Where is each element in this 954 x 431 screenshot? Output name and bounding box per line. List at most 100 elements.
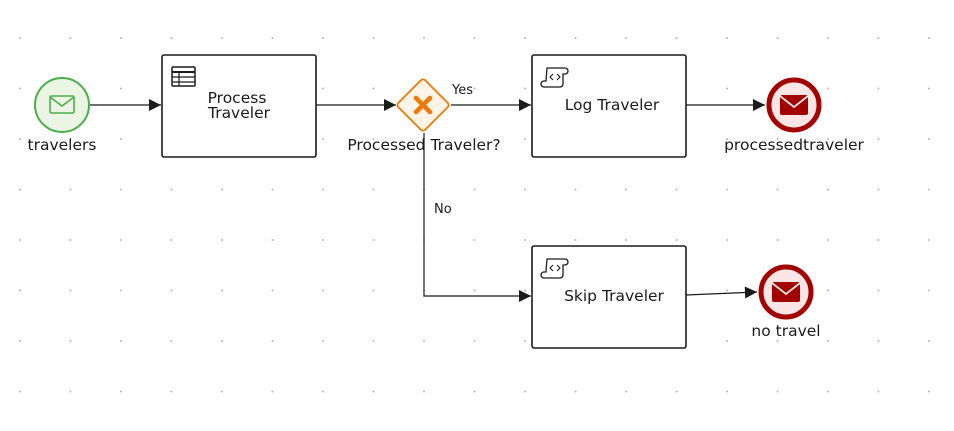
grid-dot (726, 37, 728, 39)
grid-dot (19, 390, 21, 393)
grid-dot (726, 340, 728, 342)
grid-dot (625, 37, 627, 39)
grid-dot (423, 37, 425, 39)
grid-dot (120, 188, 122, 191)
x-icon (413, 95, 433, 115)
grid-dot (170, 340, 173, 342)
grid-dot (322, 188, 324, 191)
grid-dot (19, 87, 21, 90)
grid-dot (928, 138, 930, 140)
grid-dot (69, 239, 72, 241)
script-icon (540, 258, 569, 279)
envelope-filled-icon (779, 95, 809, 115)
flow-no-label: No (434, 202, 452, 217)
grid-dot (423, 340, 425, 342)
grid-dot (271, 188, 274, 191)
grid-dot (827, 87, 829, 90)
grid-dot (322, 239, 324, 241)
grid-dot (473, 239, 476, 241)
grid-dot (877, 37, 880, 39)
grid-dot (928, 289, 930, 292)
grid-dot (726, 390, 728, 393)
grid-dot (221, 188, 223, 191)
task-process-traveler[interactable]: Process Traveler (161, 54, 317, 158)
grid-dot (170, 37, 173, 39)
grid-dot (928, 37, 930, 39)
end-processed-label: processedtraveler (724, 136, 864, 154)
grid-dot (776, 239, 779, 241)
grid-dot (221, 340, 223, 342)
grid-dot (322, 390, 324, 393)
grid-dot (776, 138, 779, 140)
grid-dot (928, 390, 930, 393)
grid-dot (170, 390, 173, 393)
grid-dot (827, 289, 829, 292)
grid-dot (69, 37, 72, 39)
grid-dot (877, 390, 880, 393)
grid-dot (877, 239, 880, 241)
task-skip-traveler[interactable]: Skip Traveler (531, 245, 687, 349)
grid-dot (877, 340, 880, 342)
task-skip-label: Skip Traveler (564, 287, 664, 305)
grid-dot (271, 239, 274, 241)
grid-dot (574, 37, 577, 39)
grid-dot (19, 188, 21, 191)
grid-dot (827, 188, 829, 191)
task-process-line2: Traveler (207, 104, 271, 122)
grid-dot (19, 289, 21, 292)
grid-dot (928, 239, 930, 241)
grid-dot (170, 239, 173, 241)
grid-dot (827, 138, 829, 140)
flow-skip-to-end[interactable] (685, 286, 758, 299)
grid-dot (372, 239, 375, 241)
grid-dot (726, 289, 728, 292)
grid-dot (271, 37, 274, 39)
grid-dot (473, 37, 476, 39)
grid-dot (372, 87, 375, 90)
gateway-label: Processed Traveler? (347, 136, 500, 154)
start-event[interactable]: travelers (28, 77, 97, 154)
grid-dot (675, 188, 678, 191)
grid-dot (877, 87, 880, 90)
grid-dot (625, 239, 627, 241)
grid-dot (322, 340, 324, 342)
grid-dot (928, 87, 930, 90)
grid-dot (372, 138, 375, 140)
grid-dot (827, 37, 829, 39)
grid-dot (322, 87, 324, 90)
grid-dot (524, 87, 526, 90)
grid-dot (524, 37, 526, 39)
grid-dot (928, 340, 930, 342)
task-process-line1: Process (208, 89, 267, 107)
table-icon (171, 66, 196, 87)
grid-dot (19, 37, 21, 39)
grid-dot (524, 390, 526, 393)
task-log-label: Log Traveler (565, 96, 660, 114)
grid-dot (372, 390, 375, 393)
grid-dot (221, 37, 223, 39)
task-log-traveler[interactable]: Log Traveler (531, 54, 687, 158)
grid-dot (120, 390, 122, 393)
grid-dot (221, 289, 223, 292)
grid-dot (473, 340, 476, 342)
grid-dot (726, 239, 728, 241)
exclusive-gateway[interactable]: Processed Traveler? (347, 78, 501, 154)
grid-dot (19, 138, 21, 140)
start-event-label: travelers (28, 136, 97, 154)
grid-dot (170, 289, 173, 292)
grid-dot (19, 340, 21, 342)
grid-dot (524, 188, 526, 191)
grid-dot (69, 390, 72, 393)
grid-dot (524, 340, 526, 342)
grid-dot (19, 239, 21, 241)
end-event-no-travel[interactable]: no travel (751, 264, 821, 340)
end-event-processedtraveler[interactable]: processedtraveler (724, 77, 865, 154)
flow-no[interactable] (423, 133, 531, 302)
grid-dot (423, 390, 425, 393)
grid-dot (776, 340, 779, 342)
grid-dot (372, 37, 375, 39)
grid-dot (69, 289, 72, 292)
envelope-icon (49, 95, 75, 114)
grid-dot (120, 340, 122, 342)
grid-dot (524, 289, 526, 292)
